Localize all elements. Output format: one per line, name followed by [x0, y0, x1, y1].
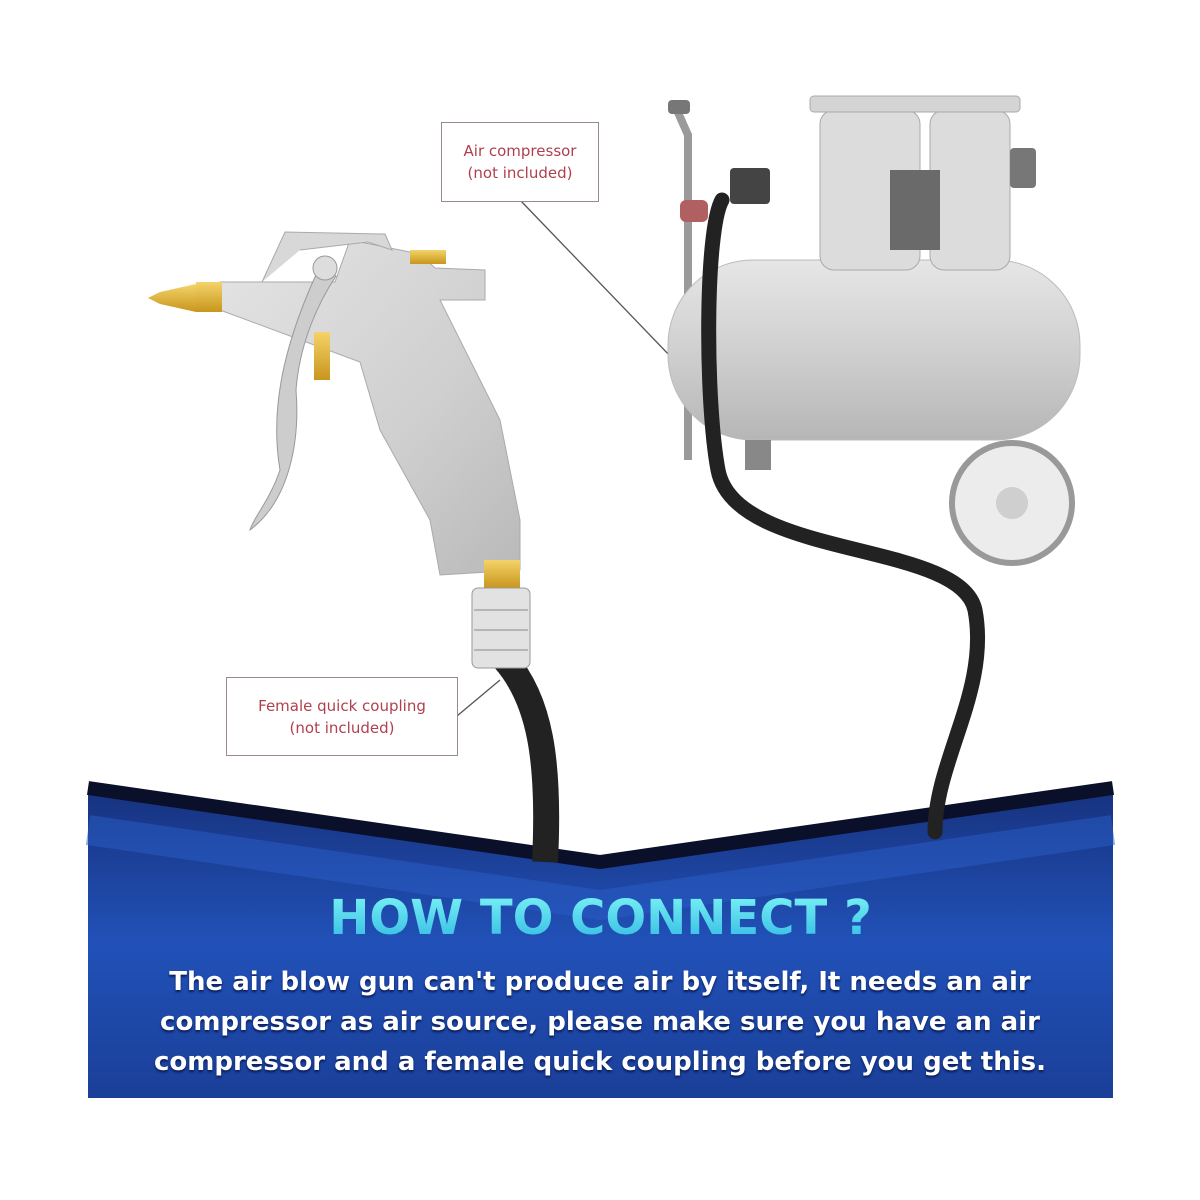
callout-note: (not included): [289, 718, 395, 737]
coupling-leader-line: [456, 679, 501, 717]
compressor-leader-line: [519, 199, 673, 359]
callout-label: Air compressor: [463, 142, 577, 160]
female-coupling-callout: Female quick coupling (not included): [226, 677, 458, 756]
air-blow-gun-image: [148, 231, 531, 669]
air-compressor-callout: Air compressor (not included): [441, 122, 599, 202]
gun-hose: [494, 651, 560, 863]
air-compressor-image: [667, 95, 1081, 566]
callout-label: Female quick coupling: [258, 696, 426, 715]
callout-note: (not included): [467, 164, 573, 182]
banner-title: HOW TO CONNECT ?: [88, 890, 1113, 946]
banner-description: The air blow gun can't produce air by it…: [153, 967, 1047, 1077]
compressor-hose: [701, 192, 986, 840]
